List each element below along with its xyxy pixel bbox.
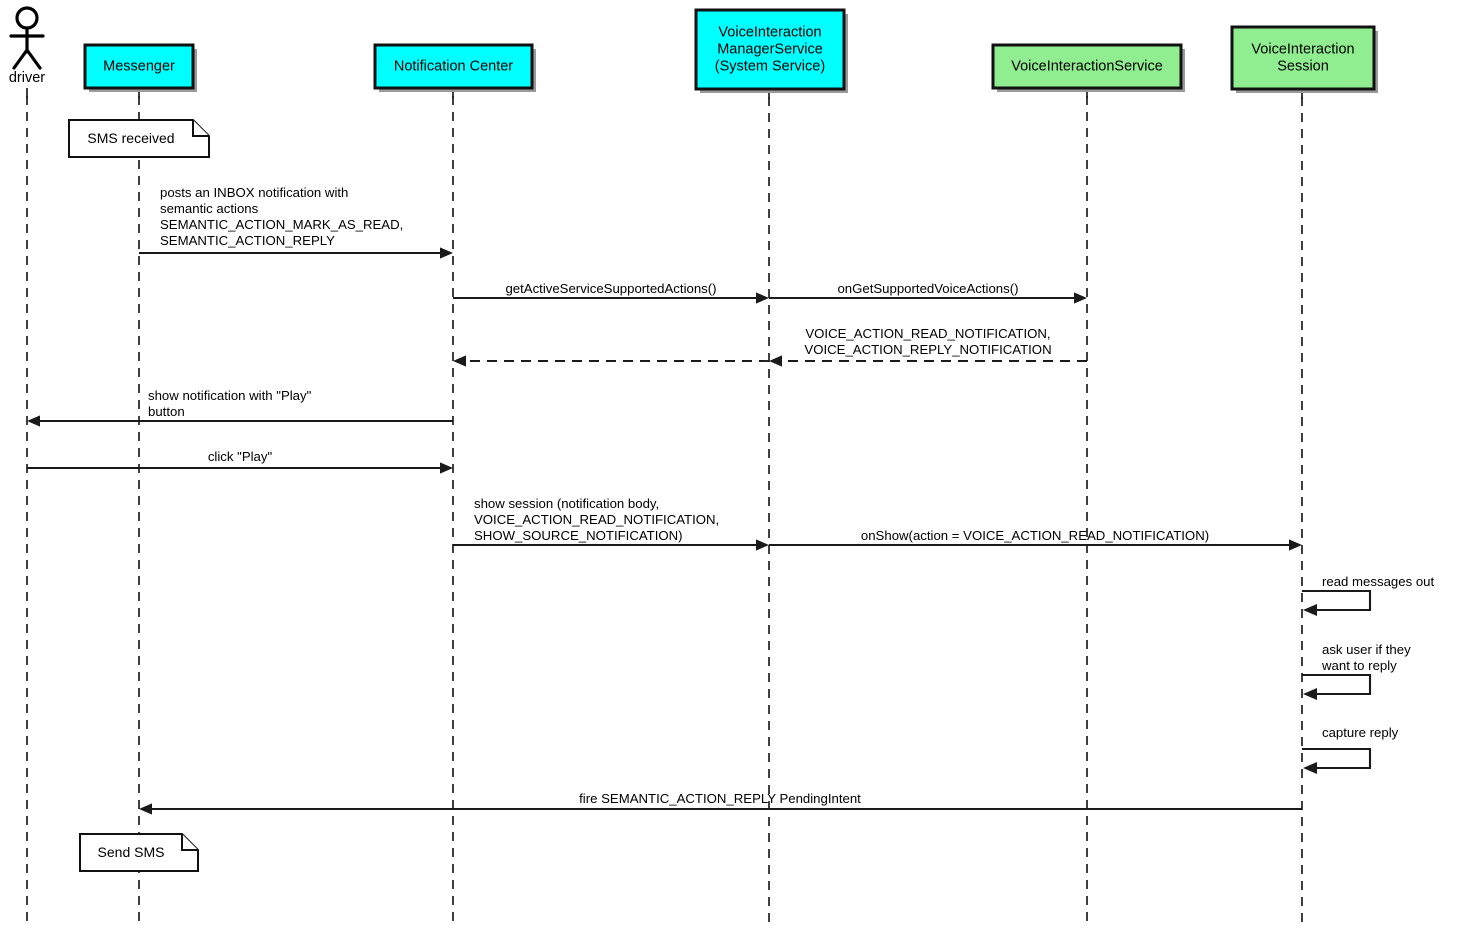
message-arrowhead-icon — [1074, 292, 1087, 304]
participant-messenger[interactable]: Messenger — [83, 43, 197, 92]
self-message-line — [1302, 747, 1372, 770]
message-label: SHOW_SOURCE_NOTIFICATION) — [474, 528, 683, 543]
message-label: semantic actions — [160, 201, 259, 216]
msg-return-voice-actions-to-notification-center[interactable] — [453, 355, 769, 367]
self-message-line — [1302, 589, 1372, 612]
participant-label: ManagerService — [717, 41, 823, 57]
message-label: VOICE_ACTION_READ_NOTIFICATION, — [805, 326, 1050, 341]
message-label: click "Play" — [208, 449, 273, 464]
note-send-sms[interactable]: Send SMS — [79, 833, 199, 872]
msg-click-play[interactable]: click "Play" — [27, 449, 453, 474]
message-arrowhead-icon — [440, 462, 453, 474]
msg-get-active-service-supported-actions[interactable]: getActiveServiceSupportedActions() — [453, 281, 769, 304]
msg-on-show[interactable]: onShow(action = VOICE_ACTION_READ_NOTIFI… — [769, 528, 1302, 551]
self-read-messages-out[interactable]: read messages out — [1302, 574, 1434, 616]
self-message-arrowhead-icon — [1303, 604, 1317, 616]
message-label: posts an INBOX notification with — [160, 185, 348, 200]
message-label: button — [148, 404, 185, 419]
participant-notification-center[interactable]: Notification Center — [373, 43, 536, 92]
message-label: SEMANTIC_ACTION_REPLY — [160, 233, 335, 248]
self-message-label: read messages out — [1322, 574, 1434, 589]
participant-box[interactable] — [373, 43, 534, 90]
participant-label: (System Service) — [715, 58, 825, 74]
msg-show-session[interactable]: show session (notification body,VOICE_AC… — [453, 496, 769, 551]
participant-box[interactable] — [1230, 25, 1376, 91]
participant-label: VoiceInteraction — [718, 24, 821, 40]
msg-show-notification-with-play-button[interactable]: show notification with "Play"button — [27, 388, 453, 427]
message-arrowhead-icon — [756, 292, 769, 304]
message-arrowhead-icon — [27, 415, 40, 427]
msg-return-voice-actions-to-manager[interactable]: VOICE_ACTION_READ_NOTIFICATION,VOICE_ACT… — [769, 326, 1087, 367]
message-label: show session (notification body, — [474, 496, 659, 511]
message-label: VOICE_ACTION_READ_NOTIFICATION, — [474, 512, 719, 527]
message-arrowhead-icon — [769, 355, 782, 367]
msg-post-inbox-notification[interactable]: posts an INBOX notification withsemantic… — [139, 185, 453, 259]
note-fold-corner-icon — [192, 120, 209, 137]
self-message-arrowhead-icon — [1303, 688, 1317, 700]
actor-left-leg-icon — [12, 48, 29, 70]
note-label: Send SMS — [98, 844, 165, 860]
participant-label: VoiceInteractionService — [1011, 58, 1163, 74]
participant-label: Session — [1277, 58, 1329, 74]
note-fold-corner-icon — [181, 834, 198, 851]
message-arrowhead-icon — [139, 803, 152, 815]
actor-head-icon — [15, 6, 39, 30]
actor-right-leg-icon — [25, 48, 42, 70]
participant-box[interactable] — [83, 43, 195, 90]
participant-voice-interaction-service[interactable]: VoiceInteractionService — [991, 43, 1185, 92]
note-label: SMS received — [87, 130, 174, 146]
note-body — [68, 119, 210, 158]
note-body — [79, 833, 199, 872]
messages-layer: posts an INBOX notification withsemantic… — [27, 185, 1302, 815]
message-label: onShow(action = VOICE_ACTION_READ_NOTIFI… — [861, 528, 1209, 543]
message-label: getActiveServiceSupportedActions() — [505, 281, 716, 296]
self-message-label: want to reply — [1321, 658, 1397, 673]
msg-fire-semantic-action-reply-pending-intent[interactable]: fire SEMANTIC_ACTION_REPLY PendingIntent — [139, 791, 1302, 815]
message-arrowhead-icon — [440, 247, 453, 259]
message-arrowhead-icon — [1289, 539, 1302, 551]
self-message-line — [1302, 673, 1372, 696]
participant-driver[interactable]: driver — [9, 6, 45, 86]
participant-label: driver — [9, 70, 45, 86]
message-arrowhead-icon — [453, 355, 466, 367]
participant-box[interactable] — [694, 8, 846, 91]
note-sms-received[interactable]: SMS received — [68, 119, 210, 158]
self-message-label: capture reply — [1322, 725, 1399, 740]
message-label: show notification with "Play" — [148, 388, 312, 403]
message-label: SEMANTIC_ACTION_MARK_AS_READ, — [160, 217, 403, 232]
self-capture-reply[interactable]: capture reply — [1302, 725, 1399, 774]
participant-label: VoiceInteraction — [1251, 41, 1354, 57]
participant-label: Messenger — [103, 58, 175, 74]
self-message-arrowhead-icon — [1303, 762, 1317, 774]
participants-layer: driver Messenger Notification Center VoiceI… — [9, 6, 1378, 93]
participant-box[interactable] — [991, 43, 1183, 90]
message-label: onGetSupportedVoiceActions() — [837, 281, 1018, 296]
self-message-label: ask user if they — [1322, 642, 1411, 657]
message-label: fire SEMANTIC_ACTION_REPLY PendingIntent — [579, 791, 861, 806]
message-arrowhead-icon — [756, 539, 769, 551]
participant-label: Notification Center — [394, 58, 513, 74]
msg-on-get-supported-voice-actions[interactable]: onGetSupportedVoiceActions() — [769, 281, 1087, 304]
message-label: VOICE_ACTION_REPLY_NOTIFICATION — [804, 342, 1051, 357]
